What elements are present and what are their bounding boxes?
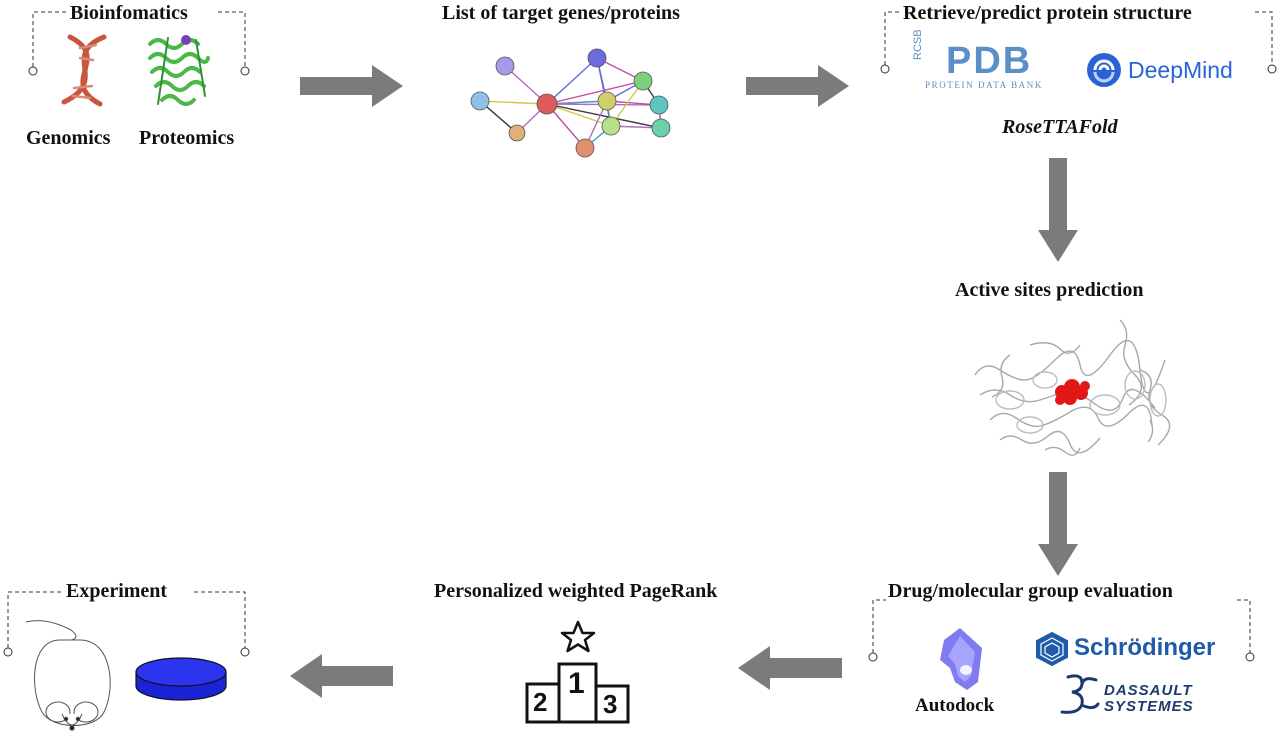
structure-bracket — [884, 11, 1273, 65]
ligand-dot — [181, 35, 191, 45]
arrow-left-icon — [738, 646, 842, 690]
arrow-down-icon — [1038, 158, 1078, 262]
petri-dish-icon — [135, 657, 227, 701]
arrow-right-icon — [300, 65, 403, 107]
schrodinger-icon — [1036, 631, 1068, 667]
dassault-text: DASSAULT — [1104, 682, 1193, 699]
genomics-label: Genomics — [26, 127, 111, 149]
target-genes-title: List of target genes/proteins — [442, 2, 680, 24]
drug-evaluation-title: Drug/molecular group evaluation — [888, 580, 1173, 602]
deepmind-text: DeepMind — [1128, 57, 1233, 83]
arrow-right-icon — [746, 65, 849, 107]
schrodinger-text: Schrödinger — [1074, 634, 1216, 661]
rosettafold-label: RoseTTAFold — [1002, 116, 1118, 138]
dna-icon — [61, 34, 107, 107]
active-sites-title: Active sites prediction — [955, 279, 1144, 301]
rcsb-text: RCSB — [912, 29, 924, 60]
protein-ribbon-icon — [148, 37, 210, 106]
experiment-title: Experiment — [66, 580, 168, 602]
podium-third: 3 — [603, 689, 618, 719]
podium-icon — [525, 662, 630, 724]
pdb-logo — [925, 52, 1055, 78]
podium-first: 1 — [568, 667, 585, 700]
experiment-bracket — [7, 591, 246, 648]
drug-evaluation-bracket — [872, 599, 1251, 653]
arrow-down-icon — [1038, 472, 1078, 576]
autodock-icon — [940, 628, 982, 690]
deepmind-icon — [1087, 53, 1121, 87]
network-graph-icon — [470, 48, 671, 158]
proteomics-label: Proteomics — [139, 127, 235, 149]
pdb-logo-text: PDB — [946, 40, 1033, 82]
protein-structure-title: Retrieve/predict protein structure — [903, 2, 1192, 24]
autodock-label: Autodock — [915, 695, 995, 716]
pagerank-title: Personalized weighted PageRank — [434, 580, 718, 602]
podium-second: 2 — [533, 687, 548, 717]
arrow-left-icon — [290, 654, 393, 698]
dassault-3ds-icon — [1060, 674, 1100, 714]
systemes-text: SYSTEMES — [1104, 698, 1194, 715]
star-icon — [560, 620, 596, 653]
flow-arrows — [290, 65, 1078, 698]
protein-structure-icon — [974, 319, 1171, 456]
bioinformatics-title: Bioinfomatics — [70, 2, 188, 24]
bioinformatics-bracket — [32, 11, 246, 67]
active-site-marker — [1055, 379, 1090, 405]
mouse-icon — [25, 620, 111, 731]
pdb-subtitle: PROTEIN DATA BANK — [925, 80, 1043, 90]
